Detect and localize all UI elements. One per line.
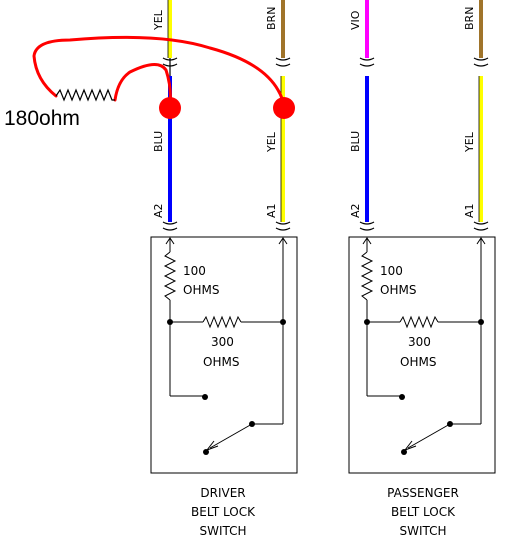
- passenger-wiring: VIO BRN BLU YEL A2 A1: [349, 0, 489, 231]
- red-annotation-dot-right: [273, 97, 295, 119]
- pass-right-top-label: BRN: [463, 7, 476, 30]
- driver-caption-line2: BELT LOCK: [191, 505, 256, 519]
- driver-300ohm-resistor: [202, 315, 242, 329]
- pass-switch-contact-upper: [399, 394, 405, 400]
- driver-switch-contact-upper: [202, 394, 208, 400]
- pass-r1-unit: OHMS: [380, 283, 416, 297]
- pass-left-bottom-label: BLU: [349, 131, 362, 152]
- driver-left-connector-top: [162, 57, 178, 76]
- pass-switch-lever: [407, 423, 451, 449]
- pass-right-pin-label: A1: [463, 203, 476, 218]
- pass-300ohm-resistor: [399, 315, 439, 329]
- driver-left-connector-bottom: [162, 221, 178, 231]
- driver-switch-lever: [209, 423, 253, 449]
- pass-r2-unit: OHMS: [400, 355, 436, 369]
- red-annotation-wire-long: [32, 35, 285, 110]
- annotation-label: 180ohm: [4, 107, 80, 130]
- pass-left-pin-label: A2: [349, 203, 362, 218]
- pass-left-connector-top: [359, 57, 375, 67]
- pass-r1-value: 100: [380, 264, 403, 278]
- driver-r2-value: 300: [211, 335, 234, 349]
- passenger-switch-box: 100 OHMS 300 OHMS: [348, 236, 496, 474]
- passenger-caption-line3: SWITCH: [399, 524, 446, 538]
- pass-100ohm-resistor: [360, 251, 374, 301]
- driver-r1-value: 100: [183, 264, 206, 278]
- red-annotation-resistor: [55, 88, 115, 102]
- driver-right-pin-label: A1: [265, 203, 278, 218]
- driver-left-top-label: YEL: [152, 9, 165, 31]
- pass-right-bottom-label: YEL: [463, 131, 476, 153]
- driver-left-bottom-label: BLU: [152, 131, 165, 152]
- driver-right-connector-top: [275, 57, 291, 67]
- pass-left-connector-bottom: [359, 221, 375, 231]
- driver-right-connector-bottom: [275, 221, 291, 231]
- driver-caption-line3: SWITCH: [199, 524, 246, 538]
- red-annotation: 180ohm: [4, 35, 295, 130]
- passenger-caption-line2: BELT LOCK: [391, 505, 456, 519]
- passenger-caption-line1: PASSENGER: [387, 486, 459, 500]
- driver-right-bottom-label: YEL: [265, 131, 278, 153]
- pass-right-connector-top: [473, 57, 489, 67]
- driver-r1-unit: OHMS: [183, 283, 219, 297]
- pass-left-top-label: VIO: [349, 10, 362, 30]
- driver-right-top-label: BRN: [265, 7, 278, 30]
- driver-100ohm-resistor: [163, 251, 177, 301]
- pass-switch-contact-lower: [401, 449, 407, 455]
- driver-caption-line1: DRIVER: [200, 486, 245, 500]
- driver-r2-unit: OHMS: [203, 355, 239, 369]
- pass-right-connector-bottom: [473, 221, 489, 231]
- driver-switch-box: 100 OHMS 300 OHMS: [150, 236, 298, 474]
- driver-switch-contact-lower: [203, 449, 209, 455]
- pass-r2-value: 300: [408, 335, 431, 349]
- red-annotation-dot-left: [159, 97, 181, 119]
- driver-left-pin-label: A2: [152, 203, 165, 218]
